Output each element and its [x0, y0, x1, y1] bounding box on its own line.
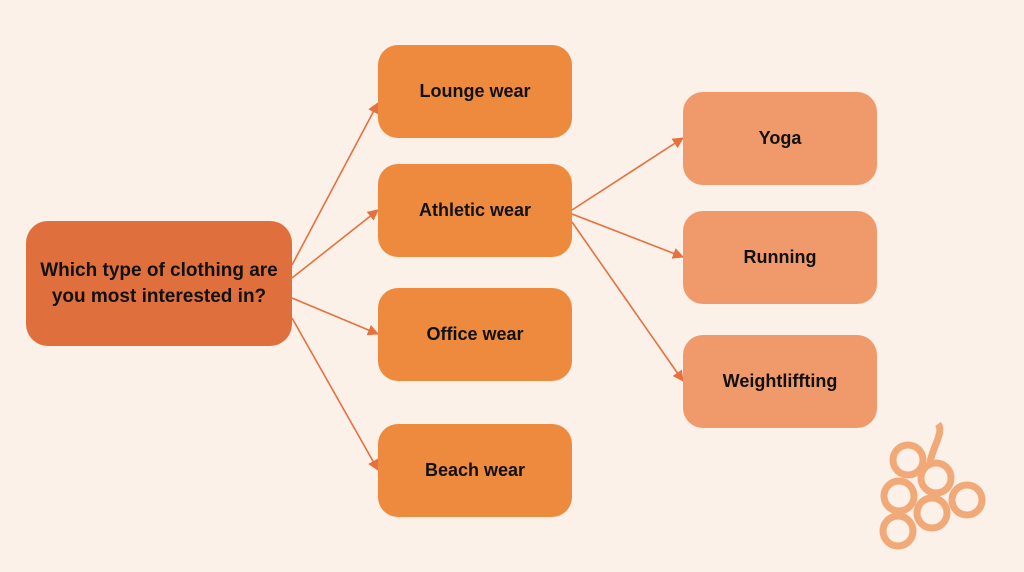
node-label: Beach wear [424, 460, 526, 480]
connector-athletic-running [571, 213, 685, 259]
connector-root-lounge [291, 102, 379, 266]
node-running: Running [683, 211, 877, 304]
node-label: Office wear [426, 324, 524, 344]
node-label: Running [743, 247, 817, 267]
grapes-icon [879, 421, 986, 550]
root-question-node: Which type of clothing are you most inte… [26, 221, 292, 346]
node-office-wear: Office wear [378, 288, 572, 381]
node-label: Weightliffting [722, 371, 838, 391]
connector-athletic-weightlifting [571, 221, 684, 382]
connector-root-office [291, 297, 380, 336]
root-question-label: Which type of clothing are you most inte… [40, 259, 278, 307]
node-beach-wear: Beach wear [378, 424, 572, 517]
connector-root-beach [291, 317, 379, 471]
node-athletic-wear: Athletic wear [378, 164, 572, 257]
node-weightlifting: Weightliffting [683, 335, 877, 428]
node-label: Yoga [758, 128, 802, 148]
node-label: Athletic wear [418, 200, 532, 220]
connector-root-athletic [291, 209, 379, 279]
node-label: Lounge wear [419, 81, 531, 101]
connector-athletic-yoga [571, 137, 684, 211]
node-yoga: Yoga [683, 92, 877, 185]
node-lounge-wear: Lounge wear [378, 45, 572, 138]
